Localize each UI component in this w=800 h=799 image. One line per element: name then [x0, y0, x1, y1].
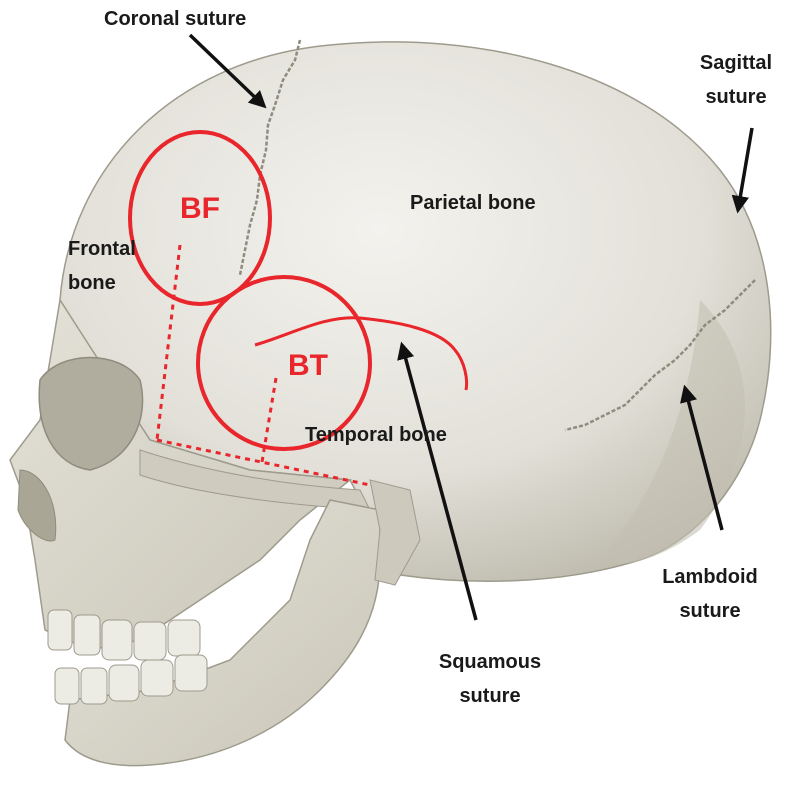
sagittal-suture-label: Sagittal suture — [699, 52, 773, 108]
lambdoid-arrow — [680, 384, 724, 531]
bf-region-circle — [128, 130, 272, 306]
mastoid-process — [369, 479, 421, 586]
occipital-shading — [600, 300, 745, 564]
lambdoid-suture-label: Lambdoid suture — [662, 566, 758, 622]
temporal-bone-label: Temporal bone — [305, 424, 447, 446]
upper-teeth — [47, 609, 201, 661]
bt-region-circle — [196, 275, 372, 451]
cranium — [59, 41, 772, 582]
reference-lines — [155, 244, 371, 487]
eye-orbit — [38, 356, 144, 471]
pointer-arrows — [188, 33, 754, 621]
squamous-suture-line — [254, 316, 469, 391]
sagittal-arrow — [731, 127, 754, 214]
bf-region-label: BF — [180, 192, 220, 225]
frontal-bone-label: Frontal bone — [68, 238, 136, 294]
coronal-suture-line — [238, 39, 302, 276]
coronal-arrow — [188, 33, 267, 109]
parietal-bone-label: Parietal bone — [410, 192, 536, 214]
lambdoid-suture-line — [564, 279, 756, 432]
squamous-arrow — [397, 341, 478, 621]
nasal-cavity — [17, 469, 57, 542]
bt-region-label: BT — [288, 349, 328, 382]
mandible — [64, 499, 381, 767]
lower-teeth — [54, 654, 208, 705]
squamous-suture-label: Squamous suture — [438, 651, 542, 707]
coronal-suture-label: Coronal suture — [104, 8, 247, 30]
